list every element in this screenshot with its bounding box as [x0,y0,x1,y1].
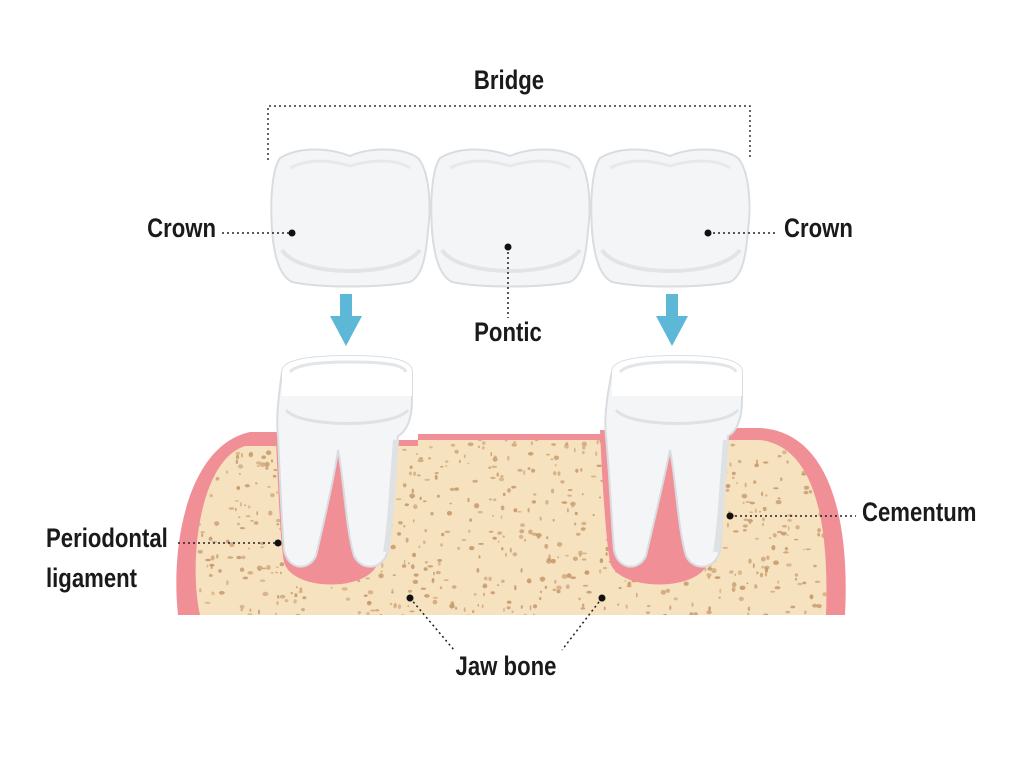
periodontal-ligament-label-line1: Periodontal [46,524,168,554]
pontic-tooth [431,150,589,287]
crown-tooth-right [591,150,749,287]
down-arrow-icon [330,294,362,346]
bridge-label: Bridge [468,66,550,96]
crown-right-label: Crown [784,214,853,244]
cementum-label: Cementum [862,498,976,528]
periodontal-ligament-label-line2: ligament [46,564,137,594]
crown-left-label: Crown [129,214,216,244]
down-arrow-icon [656,294,688,346]
crown-tooth-left [271,150,429,287]
jaw-bone-label: Jaw bone [449,652,564,682]
pontic-label: Pontic [459,318,557,348]
